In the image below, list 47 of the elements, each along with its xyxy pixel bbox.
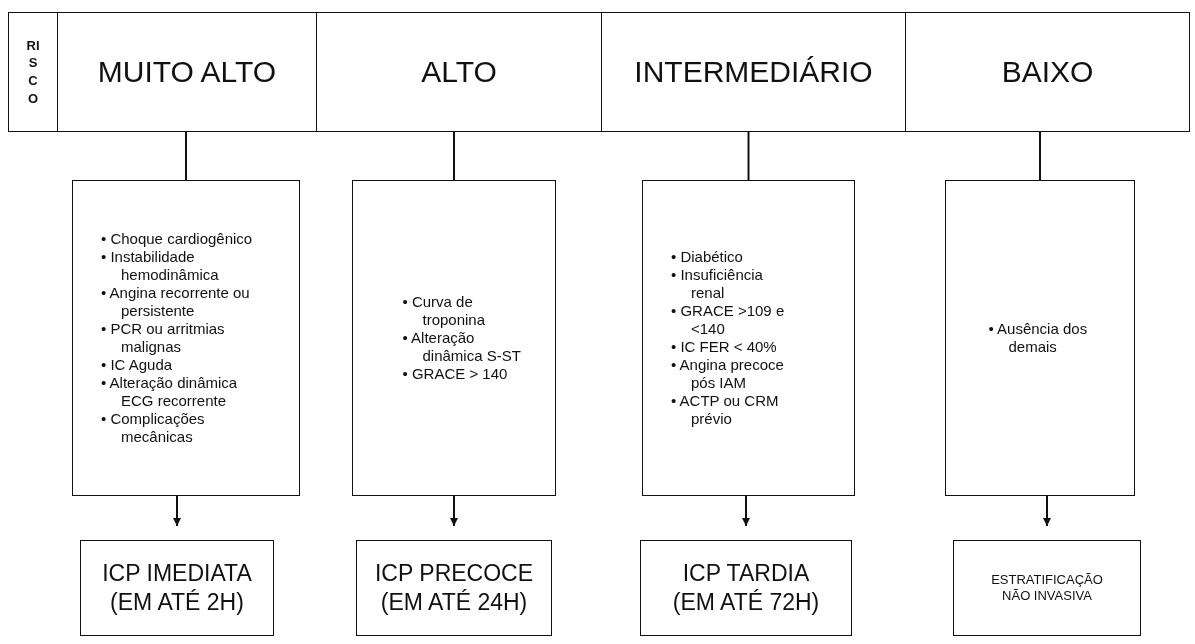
connector-line: [1039, 131, 1041, 181]
connector-line: [453, 131, 455, 181]
criterion-item: • Complicações mecânicas: [101, 410, 206, 446]
connector-line: [747, 131, 750, 181]
criteria-box: [642, 180, 855, 496]
arrow: [1043, 495, 1051, 527]
criterion-item: • GRACE > 140: [402, 365, 509, 383]
treatment-text: ICP TARDIA (EM ATÉ 72H): [671, 559, 821, 617]
criterion-item: • GRACE >109 e <140: [671, 302, 786, 338]
arrow: [450, 495, 458, 527]
criterion-item: • Angina recorrente ou persistente: [101, 284, 251, 320]
treatment-text: ESTRATIFICAÇÃO NÃO INVASIVA: [990, 571, 1104, 605]
criterion-item: • Instabilidade hemodinâmica: [101, 248, 220, 284]
treatment-box: [640, 540, 852, 636]
criterion-item: • IC Aguda: [101, 356, 174, 374]
risk-level: INTERMEDIÁRIO: [634, 55, 873, 89]
risk-level-header: [601, 12, 906, 132]
treatment-box: [80, 540, 274, 636]
risk-level: ALTO: [421, 55, 497, 89]
criterion-item: • Insuficiência renal: [671, 266, 764, 302]
criterion-item: • ACTP ou CRM prévio: [671, 392, 780, 428]
criterion-item: • Curva de troponina: [402, 293, 487, 329]
criterion-item: • Alteração dinâmica S-ST: [402, 329, 522, 365]
criterion-item: • PCR ou arritmias malignas: [101, 320, 226, 356]
risk-level-header: [57, 12, 317, 132]
treatment-text: ICP IMEDIATA (EM ATÉ 2H): [101, 559, 253, 617]
criteria-box: [945, 180, 1135, 496]
arrow: [742, 495, 750, 527]
treatment-box: [356, 540, 552, 636]
risk-level: MUITO ALTO: [97, 55, 277, 89]
criterion-item: • Choque cardiogênico: [101, 230, 254, 248]
criteria-box: [352, 180, 556, 496]
risk-label-cell: [8, 12, 58, 132]
criteria-box: [72, 180, 300, 496]
criterion-item: • IC FER < 40%: [671, 338, 778, 356]
connector-line: [185, 131, 187, 181]
treatment-text: ICP PRECOCE (EM ATÉ 24H): [373, 559, 535, 617]
risk-level-header: [905, 12, 1190, 132]
criterion-item: • Alteração dinâmica ECG recorrente: [101, 374, 239, 410]
risk-label: RISCO: [26, 36, 40, 108]
risk-level: BAIXO: [1001, 55, 1094, 89]
criterion-item: • Ausência dos demais: [988, 320, 1089, 356]
treatment-box: [953, 540, 1141, 636]
risk-level-header: [316, 12, 602, 132]
criterion-item: • Angina precoce pós IAM: [671, 356, 785, 392]
arrow: [173, 495, 181, 527]
criterion-item: • Diabético: [671, 248, 744, 266]
